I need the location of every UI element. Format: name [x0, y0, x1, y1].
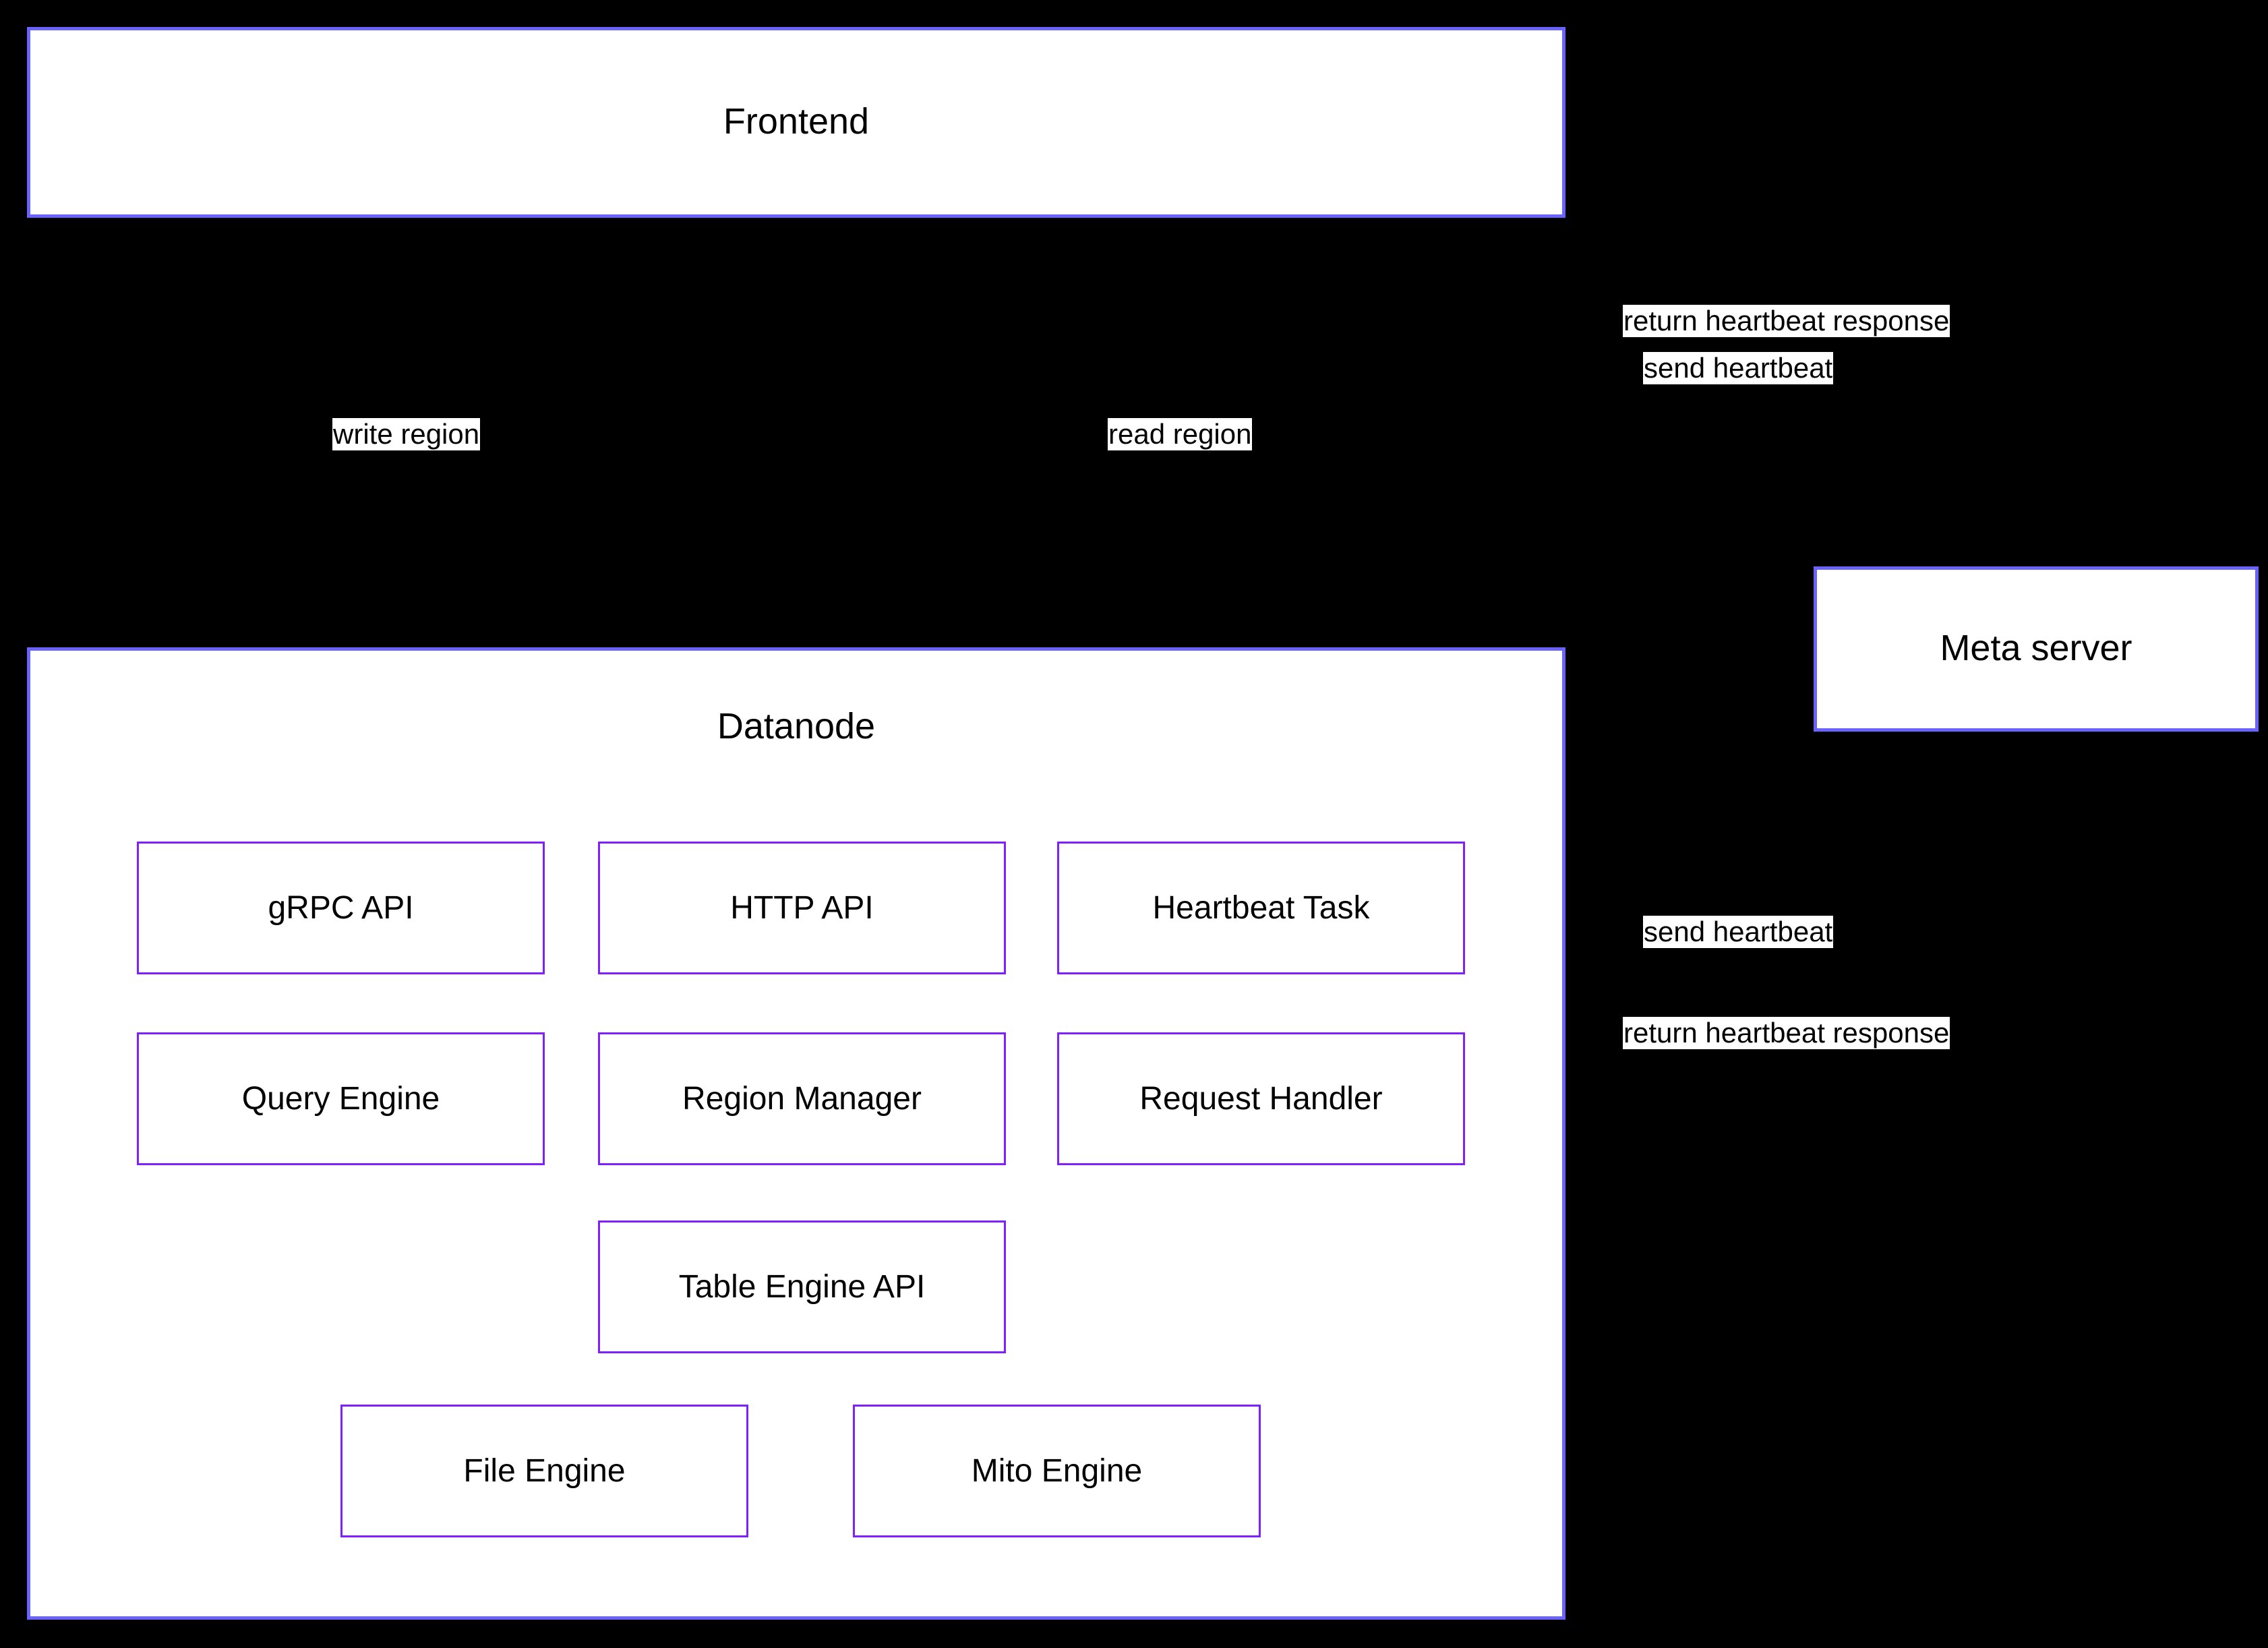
- component-grpc-api-label: gRPC API: [268, 889, 414, 926]
- arrowhead-into-frontend-upper: [1556, 312, 1578, 333]
- frontend-label: Frontend: [723, 100, 870, 142]
- datanode-node[interactable]: Datanode gRPC API HTTP API Heartbeat Tas…: [27, 647, 1565, 1620]
- edge-label-datanode-return-heartbeat-response: return heartbeat response: [1623, 1017, 1950, 1049]
- component-region-manager-label: Region Manager: [682, 1080, 922, 1117]
- arrowhead-into-datanode-lower: [1556, 1323, 1578, 1345]
- component-mito-engine[interactable]: Mito Engine: [853, 1405, 1261, 1537]
- connector-meta-to-frontend-return-vert: [1928, 322, 1930, 566]
- arrowhead-out-metaserver-left: [1919, 724, 1940, 745]
- arrowhead-into-metaserver-right: [2025, 548, 2046, 569]
- connector-datanode-to-meta-send: [1565, 1131, 1930, 1134]
- connector-meta-to-datanode-return-vert: [2034, 732, 2036, 1336]
- component-http-api[interactable]: HTTP API: [598, 842, 1006, 974]
- edge-label-frontend-return-heartbeat-response: return heartbeat response: [1623, 305, 1950, 337]
- edge-label-datanode-send-heartbeat: send heartbeat: [1643, 916, 1834, 948]
- component-file-engine[interactable]: File Engine: [340, 1405, 748, 1537]
- component-heartbeat-task-label: Heartbeat Task: [1152, 889, 1370, 926]
- component-mito-engine-label: Mito Engine: [971, 1452, 1143, 1489]
- component-request-handler[interactable]: Request Handler: [1057, 1032, 1465, 1165]
- component-request-handler-label: Request Handler: [1139, 1080, 1383, 1117]
- arrowhead-into-frontend-lower: [1556, 360, 1578, 382]
- component-grpc-api[interactable]: gRPC API: [137, 842, 545, 974]
- datanode-label: Datanode: [717, 706, 876, 746]
- edge-label-read-region: read region: [1108, 418, 1253, 450]
- arrowhead-write-region-into-datanode: [403, 628, 425, 650]
- connector-meta-to-datanode-return: [1565, 1334, 2036, 1336]
- meta-server-label: Meta server: [1940, 627, 2132, 668]
- edge-label-frontend-send-heartbeat: send heartbeat: [1643, 352, 1834, 384]
- arrowhead-into-metaserver-left: [1919, 548, 1940, 569]
- component-region-manager[interactable]: Region Manager: [598, 1032, 1006, 1165]
- component-file-engine-label: File Engine: [463, 1452, 626, 1489]
- component-query-engine-label: Query Engine: [241, 1080, 440, 1117]
- connector-frontend-to-meta-send-vert: [2034, 370, 2036, 566]
- component-table-engine-api[interactable]: Table Engine API: [598, 1220, 1006, 1353]
- component-query-engine[interactable]: Query Engine: [137, 1032, 545, 1165]
- edge-label-write-region: write region: [332, 418, 481, 450]
- meta-server-node[interactable]: Meta server: [1814, 566, 2259, 732]
- component-table-engine-api-label: Table Engine API: [678, 1268, 926, 1305]
- arrowhead-out-metaserver-right: [2025, 724, 2046, 745]
- arrowhead-into-datanode-upper: [1556, 1121, 1578, 1142]
- component-heartbeat-task[interactable]: Heartbeat Task: [1057, 842, 1465, 974]
- frontend-node[interactable]: Frontend: [27, 27, 1565, 218]
- component-http-api-label: HTTP API: [730, 889, 874, 926]
- connector-datanode-to-meta-send-vert: [1928, 732, 1930, 1134]
